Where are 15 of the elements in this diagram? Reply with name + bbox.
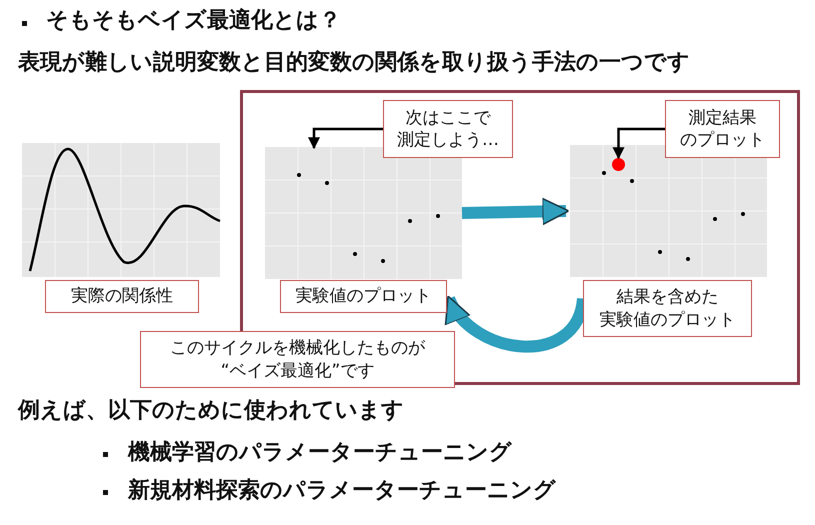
bullet-item: 機械学習のパラメーターチューニング: [128, 440, 512, 466]
text-box: 実際の関係性: [45, 280, 199, 313]
text-box: 実験値のプロット: [280, 280, 447, 313]
title: そもそもベイズ最適化とは？: [46, 8, 341, 34]
body-text: 例えば、以下のために使われています: [18, 398, 404, 424]
subtitle: 表現が難しい説明変数と目的変数の関係を取り扱う手法の一つです: [18, 50, 690, 76]
bullet-item: 新規材料探索のパラメーターチューニング: [128, 478, 556, 504]
scatter-plot: [265, 147, 462, 279]
callout-box: 測定結果のプロット: [665, 100, 780, 158]
block-arrow: [462, 198, 570, 226]
text-box: 結果を含めた実験値のプロット: [583, 280, 752, 337]
text-box: このサイクルを機械化したものが“ベイズ最適化”です: [140, 331, 455, 388]
leader-arrow: [308, 128, 383, 150]
leader-arrow: [612, 128, 665, 160]
callout-box: 次はここで測定しよう…: [383, 100, 513, 158]
